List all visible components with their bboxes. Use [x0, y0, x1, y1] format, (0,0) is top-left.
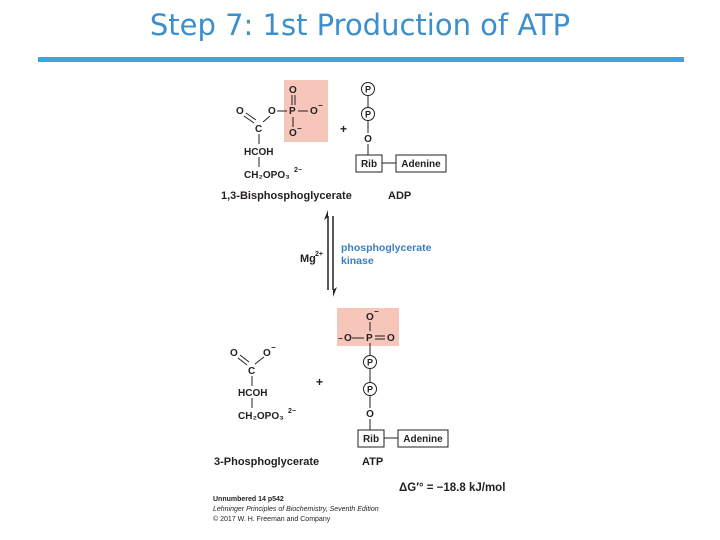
- atp-name: ATP: [362, 456, 383, 468]
- bpg-ch2opo3: CH₂OPO₃: [244, 170, 290, 181]
- bpg-o-left: O: [236, 106, 244, 117]
- pg-ch2opo3-charge: 2−: [288, 408, 296, 415]
- arrowhead-down: [333, 287, 337, 297]
- adp-adenine: Adenine: [401, 159, 441, 170]
- adp-oxygen: O: [364, 134, 372, 145]
- pg-hcoh: HCOH: [238, 388, 267, 399]
- atp-o-left-charge: −: [338, 334, 343, 343]
- enzyme-name-line2: kinase: [341, 255, 374, 267]
- atp-o-left: O: [344, 333, 352, 344]
- adp-phosphate-1-label: P: [365, 85, 371, 95]
- atp-o-right: O: [387, 333, 395, 344]
- bond-c-o-ester: [262, 115, 271, 123]
- bpg-hcoh: HCOH: [244, 147, 273, 158]
- pg-bond-c-o-double-b: [239, 354, 250, 363]
- atp-ribose: Rib: [363, 434, 379, 445]
- pg-o-right-charge: −: [271, 343, 276, 352]
- bpg-p: P: [289, 106, 296, 117]
- bond-c-o-double-a: [243, 115, 255, 124]
- pg-name: 3-Phosphoglycerate: [214, 456, 319, 468]
- atp-adenine: Adenine: [403, 434, 443, 445]
- cofactor-charge: 2+: [315, 251, 323, 258]
- slide-title: Step 7: 1st Production of ATP: [149, 8, 571, 42]
- bpg-o-right: O: [310, 106, 318, 117]
- pg-o-right: O: [263, 348, 271, 359]
- arrowhead-up: [324, 210, 328, 220]
- reactant-plus: +: [340, 122, 347, 136]
- atp-phosphate-2: [363, 382, 377, 396]
- adp-phosphate-1: [361, 82, 375, 96]
- adp-phosphate-2-label: P: [365, 110, 371, 120]
- pg-c: C: [248, 366, 255, 377]
- atp-phosphate-1: [363, 355, 377, 369]
- pg-ch2opo3: CH₂OPO₃: [238, 411, 284, 422]
- bpg-structure: O P O − O − O O C HCOH CH₂OPO₃ 2−: [236, 80, 328, 181]
- pg-bond-c-o-single: [254, 356, 265, 365]
- adp-phosphate-2: [361, 107, 375, 121]
- adp-name: ADP: [388, 190, 411, 202]
- gained-phosphoryl-highlight: [337, 308, 399, 346]
- bpg-o-ester: O: [268, 106, 276, 117]
- atp-p: P: [366, 333, 373, 344]
- pg-o-left: O: [230, 348, 238, 359]
- reversible-reaction-arrow: [324, 210, 337, 297]
- atp-adenine-box: [397, 429, 449, 448]
- atp-phosphate-1-label: P: [367, 358, 373, 368]
- credit-figure-number: Unnumbered 14 p542: [213, 496, 284, 503]
- adp-structure: P P O Rib Adenine: [355, 82, 447, 173]
- bpg-name: 1,3-Bisphosphoglycerate: [221, 190, 352, 202]
- bond-c-o-double-b: [245, 112, 257, 121]
- atp-phosphate-2-label: P: [367, 385, 373, 395]
- bpg-o-bottom: O: [289, 128, 297, 139]
- adp-ribose: Rib: [361, 159, 377, 170]
- bpg-o-right-charge: −: [318, 101, 323, 110]
- atp-oxygen: O: [366, 409, 374, 420]
- title-underline: [38, 57, 684, 62]
- credit-copyright: © 2017 W. H. Freeman and Company: [213, 516, 331, 523]
- atp-structure: O − − O P O P P O Rib Adenine: [337, 307, 449, 448]
- adp-adenine-box: [395, 154, 447, 173]
- product-plus: +: [316, 375, 323, 389]
- cofactor-mg: Mg: [300, 253, 316, 265]
- delta-g: ΔG′° = −18.8 kJ/mol: [399, 482, 505, 494]
- atp-o-top-charge: −: [374, 307, 379, 316]
- atp-o-top: O: [366, 312, 374, 323]
- enzyme-name-line1: phosphoglycerate: [341, 242, 432, 254]
- credit-book-title: Lehninger Principles of Biochemistry, Se…: [213, 506, 379, 513]
- bpg-o-top: O: [289, 85, 297, 96]
- pg-structure: O O − C HCOH CH₂OPO₃ 2−: [230, 343, 296, 422]
- bpg-c: C: [255, 124, 262, 135]
- pg-bond-c-o-double-a: [237, 357, 248, 366]
- bpg-o-bottom-charge: −: [297, 124, 302, 133]
- bpg-ch2opo3-charge: 2−: [294, 167, 302, 174]
